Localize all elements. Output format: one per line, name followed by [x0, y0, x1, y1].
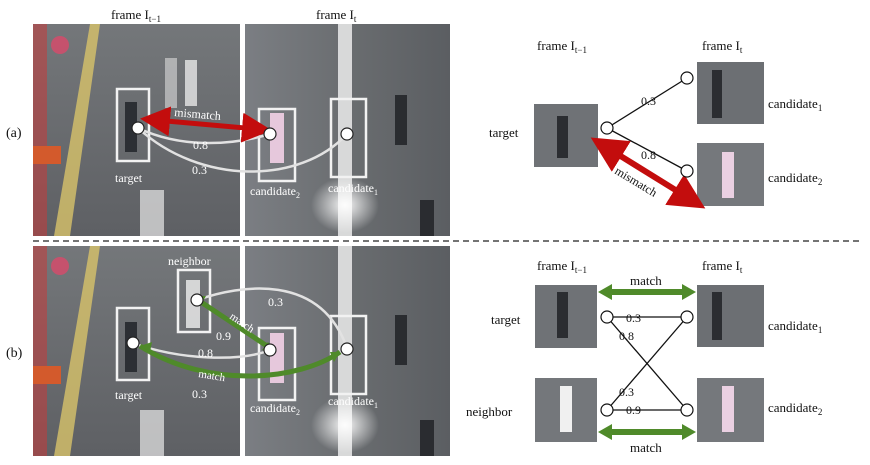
- candidate2-box-b: [257, 326, 297, 402]
- graph-neighbor-node-b: [600, 403, 614, 417]
- graph-target-label-a: target: [489, 125, 519, 140]
- graph-match-bottom-label-b: match: [630, 440, 662, 455]
- graph-candidate2-node-a: [680, 164, 694, 178]
- graph-score-t-c1-b: 0.3: [626, 311, 641, 325]
- score-03-a: 0.3: [192, 163, 207, 177]
- frame-prev-title-a: frame It−1: [111, 7, 161, 24]
- score-08-a: 0.8: [193, 138, 208, 152]
- target-node-b: [126, 336, 140, 350]
- graph-frame-prev-b: frame It−1: [537, 258, 587, 275]
- edge-neighbor-candidate1-b: [196, 287, 349, 349]
- candidate2-node-b: [263, 343, 277, 357]
- match-curve-b: [138, 343, 342, 379]
- target-label-b: target: [115, 388, 143, 402]
- graph-candidate1-label-a: candidate1: [768, 96, 822, 113]
- graph-frame-cur-b: frame It: [702, 258, 743, 275]
- target-label-a: target: [115, 171, 143, 185]
- graph-score-top-a: 0.3: [641, 94, 656, 108]
- photo-frame-prev-b: [33, 246, 240, 456]
- graph-candidate2-label-a: candidate2: [768, 170, 822, 187]
- graph-candidate1-label-b: candidate1: [768, 318, 822, 335]
- graph-score-n-c1-b: 0.3: [619, 385, 634, 399]
- graph-b: frame It−1 frame It match: [466, 258, 822, 455]
- mismatch-arrow-a: [140, 106, 272, 143]
- graph-target-label-b: target: [491, 312, 521, 327]
- neighbor-node-b: [190, 293, 204, 307]
- graph-neighbor-label-b: neighbor: [466, 404, 513, 419]
- graph-score-bottom-a: 0.8: [641, 148, 656, 162]
- graph-candidate2-label-b: candidate2: [768, 400, 822, 417]
- target-node-a: [131, 121, 145, 135]
- graph-frame-cur-a: frame It: [702, 38, 743, 55]
- candidate1-node-a: [340, 127, 354, 141]
- candidate1-box-a: [329, 97, 368, 179]
- edge-target-candidate1-a: [137, 127, 348, 173]
- row-label-a: (a): [6, 126, 22, 141]
- candidate2-node-a: [263, 127, 277, 141]
- graph-a: frame It−1 frame It target 0.3 0.8 misma…: [489, 38, 822, 209]
- graph-score-n-c2-b: 0.9: [626, 403, 641, 417]
- candidate1-label-b: candidate1: [328, 394, 378, 410]
- graph-candidate2-node-b: [680, 403, 694, 417]
- row-label-b: (b): [6, 346, 23, 361]
- match-label-target-b: match: [198, 368, 227, 384]
- score-03-b: 0.3: [192, 387, 207, 401]
- panel-a: (a) frame It−1 frame It: [6, 7, 822, 236]
- mismatch-label-a: mismatch: [174, 105, 222, 123]
- panel-b: (b): [6, 246, 822, 456]
- frame-cur-title-a: frame It: [316, 7, 357, 24]
- neighbor-box-b: [176, 268, 212, 334]
- graph-match-top-label-b: match: [630, 273, 662, 288]
- neighbor-label-b: neighbor: [168, 254, 211, 268]
- match-arrow-neighbor-b: [196, 297, 272, 351]
- mismatch-arrow-graph-a: [590, 137, 706, 209]
- graph-candidate1-node-b: [680, 310, 694, 324]
- candidate2-label-a: candidate2: [250, 184, 300, 200]
- candidate1-label-a: candidate1: [328, 181, 378, 197]
- graph-score-t-c2-b: 0.8: [619, 329, 634, 343]
- graph-frame-prev-a: frame It−1: [537, 38, 587, 55]
- score-top-b: 0.3: [268, 295, 283, 309]
- thumb-candidate1-a: [697, 62, 764, 124]
- candidate1-node-b: [340, 342, 354, 356]
- graph-target-node-a: [600, 121, 614, 135]
- score-09-b: 0.9: [216, 329, 231, 343]
- graph-candidate1-node-a: [680, 71, 694, 85]
- candidate2-box-a: [257, 107, 297, 183]
- graph-target-node-b: [600, 310, 614, 324]
- thumb-candidate1-b: [697, 285, 764, 347]
- candidate2-label-b: candidate2: [250, 401, 300, 417]
- photo-frame-cur-a: [245, 24, 450, 236]
- score-08-b: 0.8: [198, 346, 213, 360]
